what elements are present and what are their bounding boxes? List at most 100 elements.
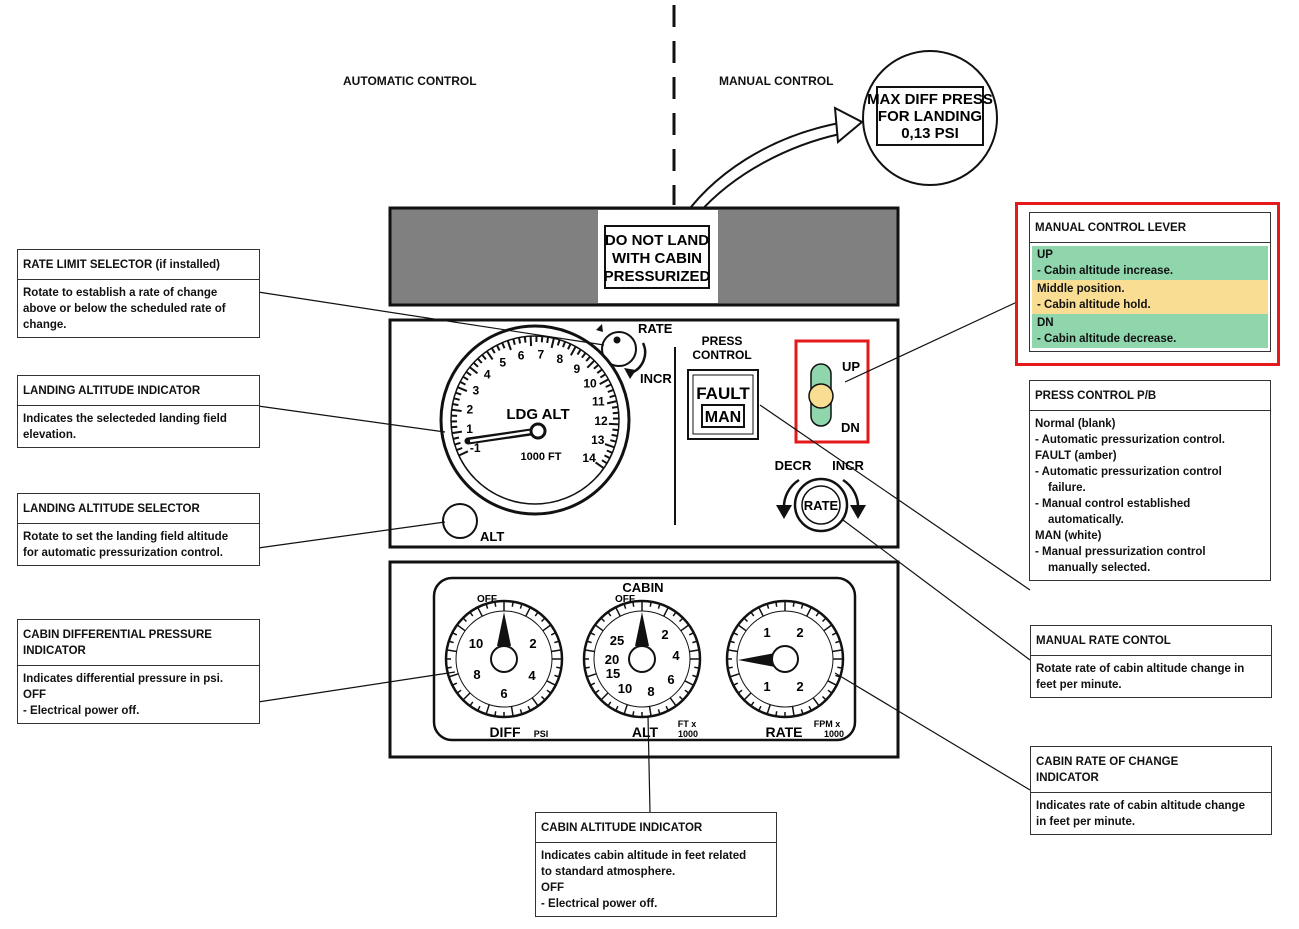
- gauge-tick: [477, 606, 483, 617]
- rate-limit-line-3: change.: [23, 319, 67, 331]
- gauge-tick: [456, 624, 466, 632]
- bubble-line-2: FOR LANDING: [878, 108, 982, 125]
- ldg-alt-unit: 1000 FT: [521, 451, 562, 463]
- ldg-scale-num: 6: [518, 349, 525, 363]
- press-pb-line-3: FAULT (amber): [1035, 450, 1117, 462]
- gauge-tick: [669, 697, 677, 707]
- cabin-alt-title: CABIN ALTITUDE INDICATOR: [536, 813, 776, 843]
- ldg-tick: [469, 366, 479, 375]
- manual-control-lever[interactable]: [808, 383, 834, 409]
- ldg-tick: [453, 397, 460, 401]
- ldg-tick: [606, 400, 618, 405]
- lever-callout-highlight: [1015, 202, 1280, 366]
- ldg-tick: [465, 370, 472, 377]
- manual-rate-knob-label: RATE: [804, 498, 839, 513]
- press-pb-line-10: manually selected.: [1048, 562, 1151, 574]
- ldg-tick: [601, 459, 608, 465]
- press-pb-line-1: Normal (blank): [1035, 418, 1116, 430]
- lever-mid-row: Middle position. - Cabin altitude hold.: [1032, 280, 1268, 314]
- ldg-tick: [567, 343, 572, 350]
- callout-manual-rate-control: MANUAL RATE CONTOL Rotate rate of cabin …: [1030, 625, 1272, 698]
- warning-placard: [604, 225, 710, 289]
- ldg-tick: [481, 354, 487, 361]
- alt-scale-20: 20: [605, 652, 619, 667]
- alt-needle: [635, 612, 649, 646]
- ldg-tick: [485, 350, 494, 360]
- gauge-tick: [832, 649, 843, 653]
- cabin-diff-pressure-indicator: OFF 10 2 8 4 6 DIFF PSI: [444, 594, 564, 740]
- gauge-tick: [663, 606, 669, 617]
- warning-line-3: PRESSURIZED: [604, 268, 711, 285]
- ldg-tick: [452, 403, 459, 407]
- ldg-scale-num: 12: [594, 414, 608, 428]
- rate-limit-title: RATE LIMIT SELECTOR (if installed): [18, 250, 259, 280]
- alt-gauge-label: ALT: [632, 724, 659, 740]
- ldg-tick: [562, 341, 567, 348]
- gauge-tick: [737, 624, 747, 632]
- ldg-tick: [593, 364, 600, 370]
- diff-needle: [497, 612, 511, 646]
- lever-up-head: UP: [1037, 249, 1053, 261]
- ldg-tick: [576, 349, 582, 356]
- gauge-tick: [823, 624, 833, 632]
- fault-legend: FAULT: [696, 384, 750, 403]
- lever-up-row: UP - Cabin altitude increase.: [1032, 246, 1268, 280]
- gauge-tick: [729, 673, 740, 678]
- rate-change-title-2: INDICATOR: [1036, 772, 1099, 784]
- ldg-tick: [455, 391, 462, 396]
- rate-change-line-1: Indicates rate of cabin altitude change: [1036, 800, 1245, 812]
- cabin-alt-line-3: OFF: [541, 882, 564, 894]
- ldg-tick: [518, 337, 522, 344]
- ldg-tick: [611, 433, 618, 437]
- decr-label: DECR: [775, 458, 812, 473]
- lever-mid-head: Middle position.: [1037, 283, 1125, 295]
- press-pb-line-7: automatically.: [1048, 514, 1124, 526]
- rate-scale-up-2: 2: [796, 625, 803, 640]
- rate-scale-dn-1: 1: [763, 679, 770, 694]
- automatic-control-header: AUTOMATIC CONTROL: [343, 74, 477, 88]
- ldg-tick: [612, 428, 619, 432]
- ldg-tick: [556, 339, 561, 346]
- gauge-tick: [485, 704, 490, 715]
- ldg-scale-num: 10: [583, 377, 597, 391]
- rate-change-line-2: in feet per minute.: [1036, 816, 1136, 828]
- gauge-tick: [531, 697, 539, 707]
- landing-indicator-line-1: Indicates the selecteded landing field: [23, 413, 227, 425]
- ldg-tick: [472, 361, 479, 368]
- diff-scale-10: 10: [469, 636, 483, 651]
- diff-scale-4: 4: [528, 668, 536, 683]
- ldg-tick: [451, 430, 463, 435]
- gauge-tick: [615, 606, 621, 617]
- ldg-scale-num: 8: [557, 352, 564, 366]
- gauge-tick: [689, 649, 700, 653]
- lever-up-label: UP: [842, 359, 860, 374]
- psi-label: PSI: [534, 729, 549, 739]
- ldg-tick: [458, 450, 469, 457]
- diff-line-1: Indicates differential pressure in psi.: [23, 673, 224, 685]
- gauge-tick: [727, 649, 738, 653]
- gauge-tick: [462, 692, 471, 701]
- callout-cabin-altitude-indicator: CABIN ALTITUDE INDICATOR Indicates cabin…: [535, 812, 777, 917]
- callout-rate-limit-selector: RATE LIMIT SELECTOR (if installed) Rotat…: [17, 249, 260, 338]
- press-pb-line-4: - Automatic pressurization control: [1035, 466, 1222, 478]
- gauge-tick: [448, 673, 459, 678]
- gauge-tick: [525, 606, 531, 617]
- ldg-tick: [456, 447, 463, 452]
- alt-scale-15: 15: [606, 666, 620, 681]
- rate-scale-dn-2: 2: [796, 679, 803, 694]
- diff-line-2: OFF: [23, 689, 46, 701]
- gauge-tick: [586, 673, 597, 678]
- warning-line-2: WITH CABIN: [612, 250, 702, 267]
- lever-dn-item: - Cabin altitude decrease.: [1037, 333, 1177, 345]
- ldg-scale-num: 4: [484, 368, 491, 382]
- ft-x-label: FT x: [678, 719, 697, 729]
- ldg-scale-num: 3: [473, 384, 480, 398]
- bubble-line-1: MAX DIFF PRESS: [867, 91, 993, 108]
- callout-cabin-rate-of-change: CABIN RATE OF CHANGE INDICATOR Indicates…: [1030, 746, 1272, 835]
- ldg-scale-num: -1: [470, 441, 481, 455]
- ldg-tick: [604, 443, 615, 449]
- ldg-tick: [581, 352, 587, 359]
- gauge-tick: [623, 704, 628, 715]
- ldg-tick: [596, 368, 603, 374]
- cabin-alt-line-2: to standard atmosphere.: [541, 866, 676, 878]
